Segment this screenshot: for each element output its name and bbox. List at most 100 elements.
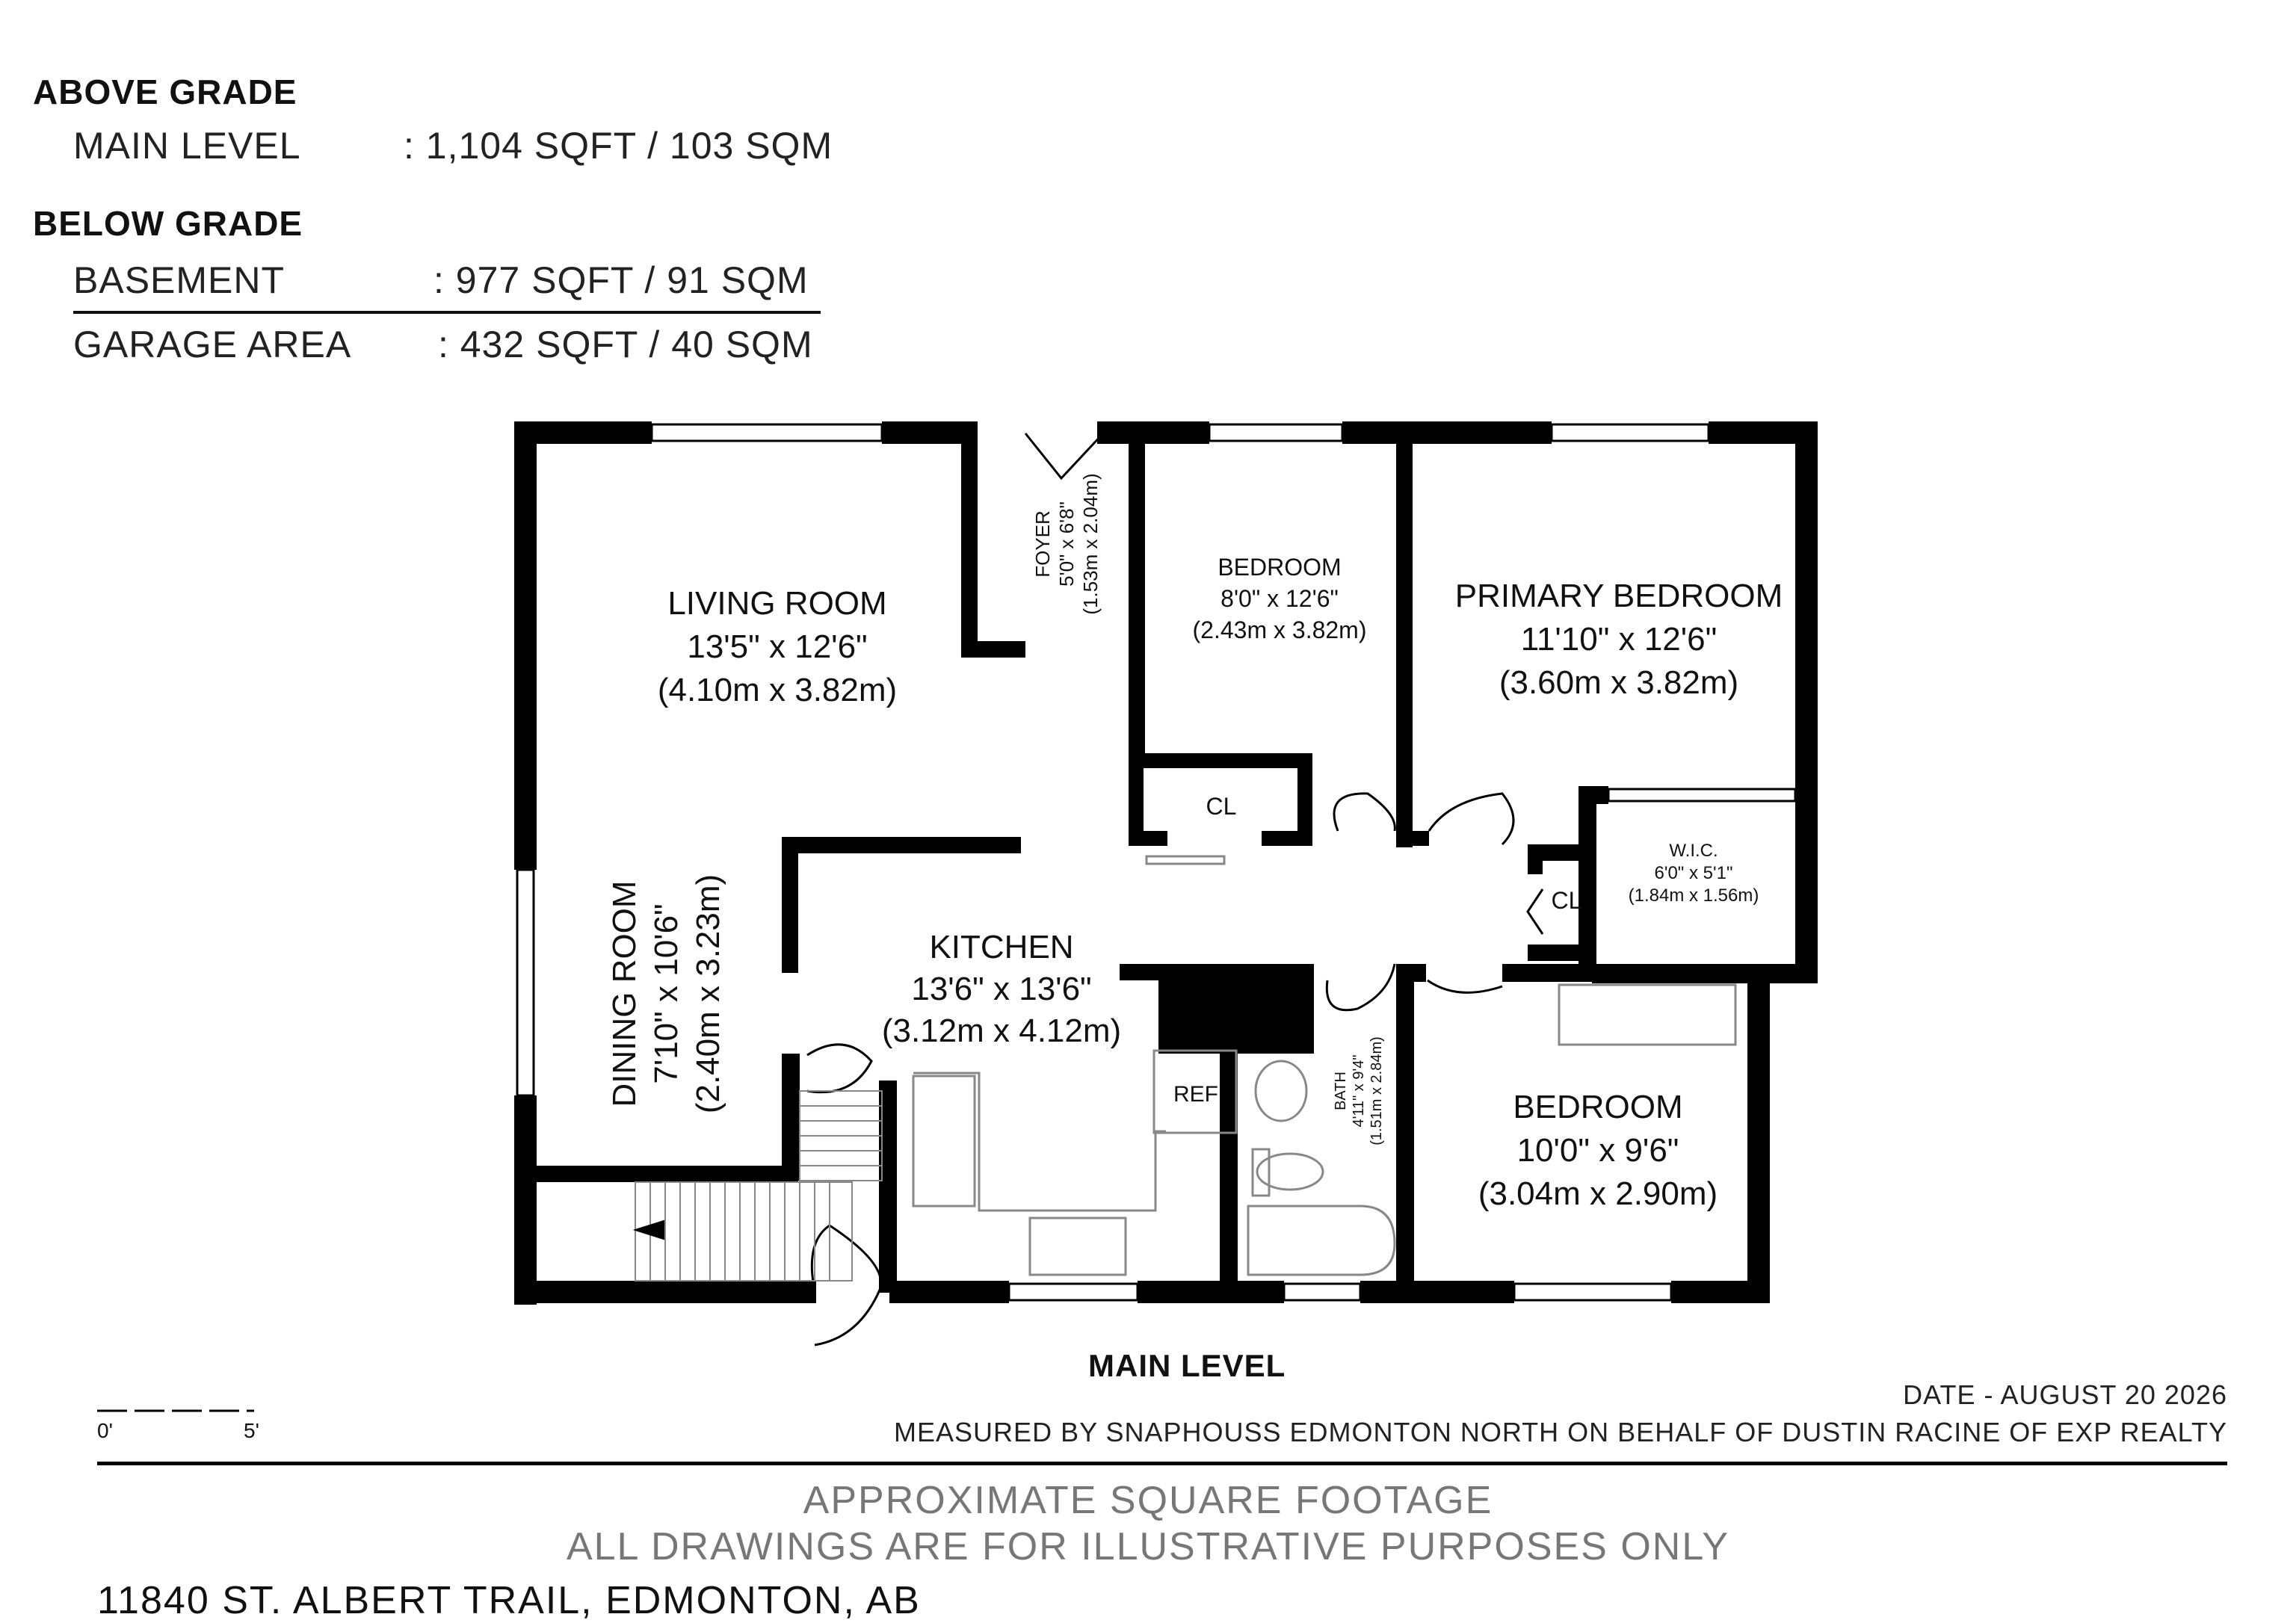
- kitchen-name: KITCHEN: [929, 929, 1073, 965]
- foyer-dim-metric: (1.53m x 2.04m): [1079, 473, 1102, 614]
- closet-bedroom2: [1558, 983, 1737, 1046]
- foyer-name: FOYER: [1031, 510, 1054, 578]
- wall-foyer-left: [961, 421, 978, 658]
- dining-room-dim-metric: (2.40m x 3.23m): [690, 874, 726, 1113]
- date-line: DATE - AUGUST 20 2026: [1903, 1379, 2227, 1410]
- wall-closet-bot-l: [1129, 831, 1167, 846]
- wall-wic-top: [1578, 786, 1608, 804]
- wall-kitchen-left: [782, 837, 798, 973]
- main-level-value: : 1,104 SQFT / 103 SQM: [404, 125, 833, 167]
- wic-dim-metric: (1.84m x 1.56m): [1629, 885, 1759, 906]
- wall-stair-top: [514, 1166, 798, 1182]
- door-side: [810, 1224, 883, 1347]
- disclaimer-line-2: ALL DRAWINGS ARE FOR ILLUSTRATIVE PURPOS…: [566, 1525, 1730, 1568]
- scale-end: 5': [244, 1419, 259, 1442]
- wall-left-upper: [514, 421, 537, 870]
- wall-top-right-a: [1097, 421, 1209, 444]
- primary-bedroom-name: PRIMARY BEDROOM: [1455, 578, 1783, 614]
- ref-label: REF: [1173, 1082, 1218, 1107]
- wall-primary-left: [1396, 421, 1413, 847]
- wall-cl2-post: [1528, 844, 1543, 874]
- wic-name: W.I.C.: [1669, 841, 1718, 861]
- closet2-label: CL: [1552, 887, 1582, 914]
- living-room-dim-metric: (4.10m x 3.82m): [658, 672, 897, 708]
- wic-dim-imperial: 6'0" x 5'1": [1655, 863, 1733, 883]
- floor-title: MAIN LEVEL: [1088, 1348, 1286, 1383]
- bath-sink: [1254, 1060, 1308, 1122]
- wall-bottom-d: [1360, 1281, 1514, 1303]
- kitchen-dim-metric: (3.12m x 4.12m): [882, 1013, 1121, 1049]
- window-bedroom1: [1208, 423, 1344, 442]
- fixtures: [912, 855, 1737, 1276]
- window-wic: [1607, 788, 1797, 803]
- above-grade-heading: ABOVE GRADE: [33, 72, 297, 111]
- window-bath: [1283, 1282, 1362, 1302]
- kitchen-dim-imperial: 13'6" x 13'6": [911, 971, 1091, 1007]
- ref-box: [1152, 1049, 1238, 1134]
- living-room-name: LIVING ROOM: [667, 585, 886, 622]
- door-primary: [1428, 792, 1515, 846]
- closet-shelf: [1145, 855, 1226, 865]
- dining-room-dim-imperial: 7'10" x 10'6": [648, 903, 685, 1083]
- living-room-dim-imperial: 13'5" x 12'6": [687, 628, 867, 665]
- measured-line: MEASURED BY SNAPHOUSS EDMONTON NORTH ON …: [894, 1417, 2227, 1447]
- stairs: [632, 1090, 883, 1282]
- bedroom1-dim-metric: (2.43m x 3.82m): [1193, 616, 1367, 643]
- wall-closet-right: [1297, 753, 1312, 846]
- wall-kitchen-top: [782, 837, 1021, 853]
- wall-cl2-bot: [1528, 945, 1578, 961]
- door-stair-top: [806, 1043, 873, 1094]
- closet1-label: CL: [1206, 793, 1237, 820]
- wall-closet-bot-r: [1262, 831, 1312, 846]
- bath-name: BATH: [1333, 1072, 1349, 1110]
- wall-bath-right: [1396, 964, 1414, 1293]
- wall-top-right-b: [1342, 421, 1552, 444]
- toilet-bowl: [1256, 1152, 1324, 1191]
- window-living: [650, 423, 883, 442]
- stair-arrow-icon: [632, 1219, 664, 1240]
- bathtub: [1247, 1205, 1396, 1276]
- door-bedroom2: [1427, 979, 1503, 994]
- wall-wic-bottom: [1592, 964, 1818, 983]
- basement-value: : 977 SQFT / 91 SQM: [433, 259, 809, 301]
- disclaimer-line-1: APPROXIMATE SQUARE FOOTAGE: [803, 1479, 1493, 1522]
- wall-top-left: [514, 421, 652, 444]
- garage-value: : 432 SQFT / 40 SQM: [438, 324, 813, 365]
- wall-closet-top: [1129, 753, 1312, 768]
- bedroom2-name: BEDROOM: [1513, 1089, 1682, 1125]
- bedroom2-dim-metric: (3.04m x 2.90m): [1478, 1175, 1718, 1212]
- basement-label: BASEMENT: [73, 259, 286, 301]
- windows: [516, 423, 1797, 1302]
- wall-foyer-stub: [961, 641, 1025, 658]
- main-level-label: MAIN LEVEL: [73, 125, 301, 167]
- bedroom2-dim-imperial: 10'0" x 9'6": [1517, 1132, 1679, 1169]
- window-primary: [1550, 423, 1710, 442]
- toilet-tank: [1251, 1148, 1271, 1197]
- bedroom1-name: BEDROOM: [1218, 554, 1341, 581]
- wall-right: [1795, 421, 1818, 983]
- wall-bottom-b: [889, 1281, 1009, 1303]
- door-bedroom1: [1333, 792, 1396, 832]
- bath-dim-imperial: 4'11" x 9'4": [1351, 1054, 1367, 1127]
- doors: [806, 432, 1544, 1347]
- door-front: [1024, 432, 1105, 480]
- wall-closet-left: [1129, 753, 1144, 846]
- primary-bedroom-dim-metric: (3.60m x 3.82m): [1499, 664, 1738, 701]
- stair-lower-run: [635, 1181, 853, 1282]
- walls: [514, 421, 1818, 1305]
- window-dining: [516, 868, 535, 1097]
- counter-kitchen: [912, 1075, 976, 1208]
- bath-dim-metric: (1.51m x 2.84m): [1368, 1036, 1385, 1146]
- wall-hall-kitchen: [1120, 964, 1314, 980]
- primary-bedroom-dim-imperial: 11'10" x 12'6": [1521, 621, 1718, 658]
- below-grade-heading: BELOW GRADE: [33, 204, 303, 243]
- wall-bedroom2-right: [1747, 964, 1770, 1302]
- footer-divider: [97, 1462, 2227, 1465]
- wall-bottom-c: [1138, 1281, 1284, 1303]
- wall-wic-left: [1578, 786, 1596, 974]
- foyer-dim-imperial: 5'0" x 6'8": [1055, 501, 1078, 587]
- room-labels: LIVING ROOM 13'5" x 12'6" (4.10m x 3.82m…: [606, 473, 1783, 1212]
- window-kitchen: [1007, 1282, 1139, 1302]
- wall-left-lower: [514, 1095, 537, 1305]
